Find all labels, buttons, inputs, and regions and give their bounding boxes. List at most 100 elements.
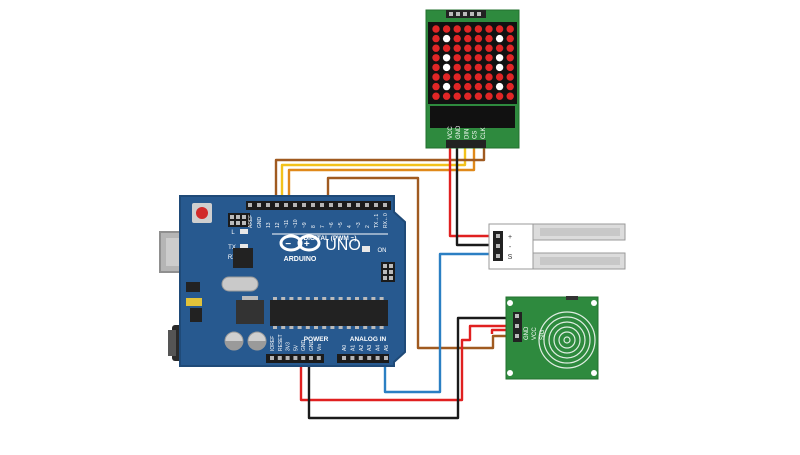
matrix-led — [453, 63, 461, 72]
led-label-l: L — [231, 230, 235, 236]
digital-pin-hole[interactable] — [365, 203, 369, 207]
power-pin-label: 3V3 — [286, 342, 292, 351]
analog-pin-hole[interactable] — [342, 356, 346, 360]
digital-pin-label: AREF — [248, 215, 254, 228]
matrix-led — [442, 44, 451, 52]
touch-pin[interactable] — [515, 314, 519, 318]
matrix-led — [474, 34, 483, 43]
matrix-led — [442, 82, 451, 91]
matrix-led — [453, 34, 461, 43]
matrix-led — [495, 63, 504, 72]
power-pin-hole[interactable] — [316, 356, 321, 360]
matrix-led — [495, 82, 504, 91]
soil-pin[interactable] — [496, 254, 500, 258]
analog-pin-hole[interactable] — [375, 356, 380, 360]
wires — [274, 148, 513, 420]
matrix-led — [485, 25, 493, 33]
analog-label: ANALOG IN — [350, 336, 387, 343]
digital-header-label: DIGITAL (PWM ~) — [303, 235, 356, 242]
analog-pin-hole[interactable] — [384, 356, 388, 360]
matrix-led — [464, 54, 472, 62]
power-pin-label: GND — [301, 340, 307, 352]
soil-moisture-sensor: +-S — [488, 223, 626, 270]
matrix-led — [495, 34, 504, 43]
analog-pin-label: A3 — [367, 345, 373, 351]
matrix-led — [432, 44, 440, 52]
analog-pin-hole[interactable] — [358, 356, 363, 360]
digital-pin-hole[interactable] — [356, 203, 360, 207]
matrix-led — [442, 25, 451, 33]
analog-pin-hole[interactable] — [367, 356, 372, 360]
touch-pad — [538, 311, 596, 369]
wire-matrix-vcc — [448, 148, 493, 238]
matrix-led — [474, 25, 483, 33]
matrix-led — [432, 82, 440, 91]
matrix-led — [506, 92, 514, 100]
digital-pin-hole[interactable] — [266, 203, 270, 207]
soil-pin-labels: +-S — [496, 234, 513, 261]
digital-pin-hole[interactable] — [302, 203, 306, 207]
on-label: ON — [378, 248, 387, 254]
matrix-pin-label: VCC — [448, 126, 454, 139]
power-pin-hole[interactable] — [277, 356, 282, 360]
matrix-led — [464, 92, 472, 100]
digital-pin-label: GND — [257, 217, 263, 229]
wire-din-to-d12 — [280, 148, 467, 208]
analog-pin-hole[interactable] — [350, 356, 355, 360]
power-pin-hole[interactable] — [301, 356, 306, 360]
matrix-led — [485, 44, 493, 52]
usb-chip — [233, 248, 253, 268]
soil-pin-label: + — [508, 234, 512, 241]
digital-pin-hole[interactable] — [248, 203, 252, 207]
touch-pin[interactable] — [515, 334, 519, 338]
power-pin-hole[interactable] — [285, 356, 290, 360]
digital-pin-label: 4 — [347, 225, 353, 228]
power-pin-hole[interactable] — [309, 356, 313, 360]
matrix-led — [464, 63, 472, 72]
digital-pin-hole[interactable] — [293, 203, 297, 207]
matrix-pin-label: CLK — [481, 127, 487, 139]
digital-pin-hole[interactable] — [311, 203, 315, 207]
matrix-led — [464, 73, 472, 81]
matrix-pin-label: CS — [473, 131, 479, 139]
digital-pin-label: ~11 — [284, 220, 290, 228]
matrix-display — [428, 22, 517, 104]
matrix-pin-label: GND — [456, 125, 462, 139]
power-pin-hole[interactable] — [270, 356, 274, 360]
digital-pin-hole[interactable] — [383, 203, 387, 207]
matrix-led — [474, 73, 483, 81]
digital-pin-hole[interactable] — [338, 203, 342, 207]
power-label: POWER — [304, 336, 329, 343]
matrix-led — [474, 92, 483, 100]
logo-symbols: − + — [285, 239, 314, 250]
digital-pin-hole[interactable] — [347, 203, 351, 207]
touch-pin-label: VCC — [532, 327, 538, 340]
matrix-led — [506, 34, 514, 43]
matrix-led — [453, 92, 461, 100]
wire-soil-signal — [383, 252, 493, 394]
matrix-led — [453, 25, 461, 33]
analog-pin-label: A1 — [350, 345, 356, 351]
digital-pin-hole[interactable] — [257, 203, 261, 207]
digital-pin-hole[interactable] — [374, 203, 378, 207]
digital-pin-label: 12 — [275, 222, 281, 228]
power-pin-label: IOREF — [270, 336, 276, 351]
digital-pin-hole[interactable] — [275, 203, 279, 207]
digital-pin-label: 2 — [365, 225, 371, 228]
soil-pin[interactable] — [496, 244, 500, 248]
soil-pin[interactable] — [496, 234, 500, 238]
matrix-led — [464, 44, 472, 52]
power-pin-label: Vin — [317, 344, 323, 351]
power-pin-hole[interactable] — [293, 356, 298, 360]
soil-pin-label: S — [508, 254, 513, 261]
matrix-led — [506, 73, 514, 81]
digital-pin-hole[interactable] — [329, 203, 333, 207]
touch-pin[interactable] — [515, 324, 519, 328]
digital-pin-hole[interactable] — [284, 203, 288, 207]
digital-pin-hole[interactable] — [320, 203, 324, 207]
